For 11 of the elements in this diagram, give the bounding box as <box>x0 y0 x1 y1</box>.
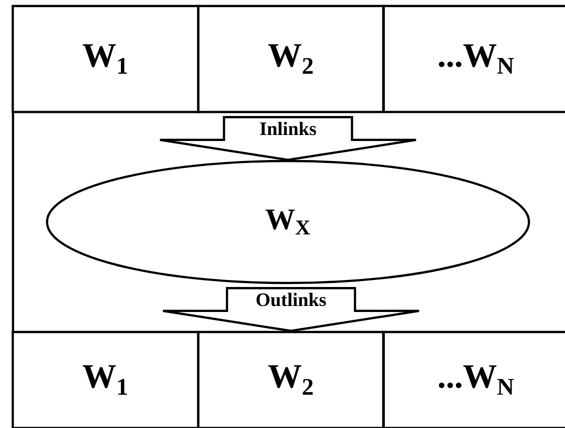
edge-label: Outlinks <box>256 292 326 306</box>
block-arrow <box>158 116 418 161</box>
table-cell: W$_{1}$ <box>12 330 200 428</box>
edge-label: Inlinks <box>260 122 316 136</box>
table-cell: ...W$_{N}$ <box>382 4 565 114</box>
table-cell: ...W$_{N}$ <box>382 330 565 428</box>
table-cell: W$_{2}$ <box>197 4 385 114</box>
ellipse-node: W$_{X}$ <box>46 160 530 284</box>
table-cell: W$_{1}$ <box>12 4 200 114</box>
block-arrow <box>162 287 420 332</box>
table-cell: W$_{2}$ <box>197 330 385 428</box>
